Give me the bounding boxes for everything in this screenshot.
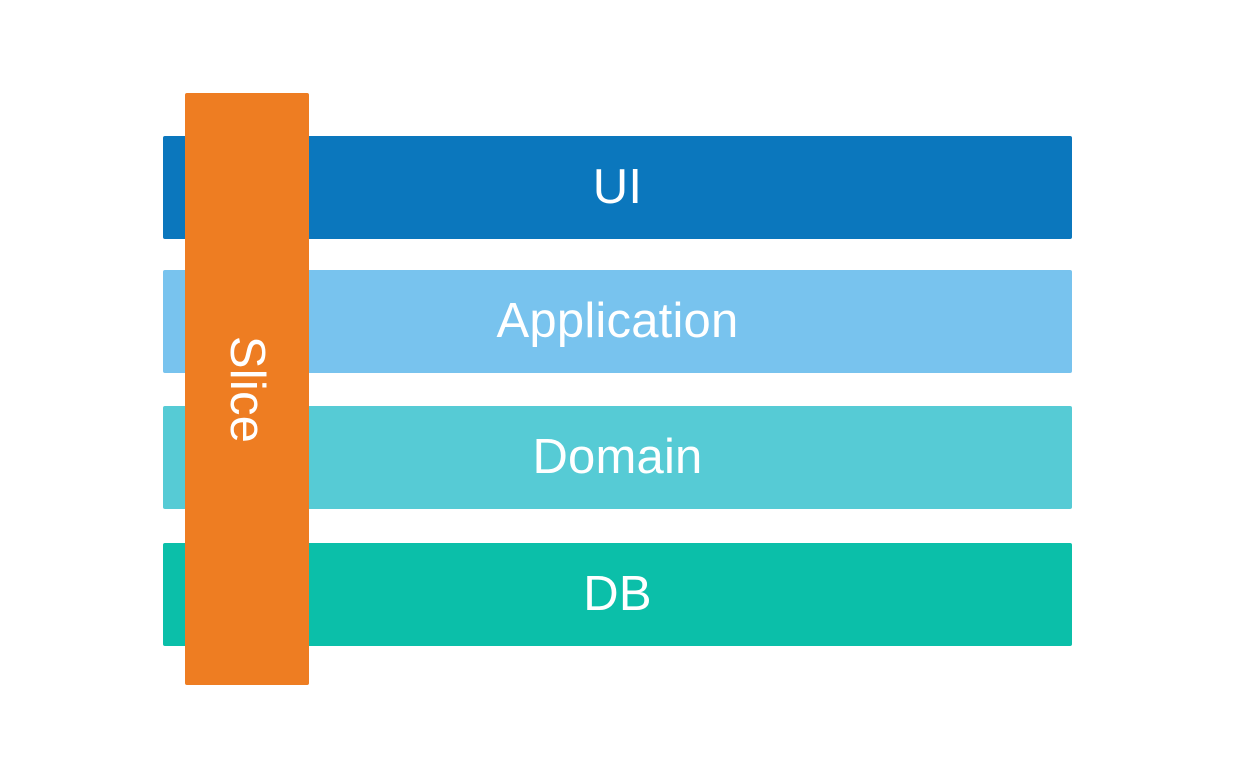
layer-label-db: DB: [583, 567, 652, 621]
layer-bar-db[interactable]: DB: [163, 543, 1072, 646]
layer-label-ui: UI: [592, 160, 643, 214]
layer-bar-ui[interactable]: UI: [163, 136, 1072, 239]
layer-label-application: Application: [496, 294, 739, 348]
layer-label-domain: Domain: [532, 430, 703, 484]
layer-bar-domain[interactable]: Domain: [163, 406, 1072, 509]
vertical-slice-bar[interactable]: Slice: [185, 93, 309, 685]
vertical-slice-label: Slice: [220, 335, 275, 443]
layer-bar-application[interactable]: Application: [163, 270, 1072, 373]
